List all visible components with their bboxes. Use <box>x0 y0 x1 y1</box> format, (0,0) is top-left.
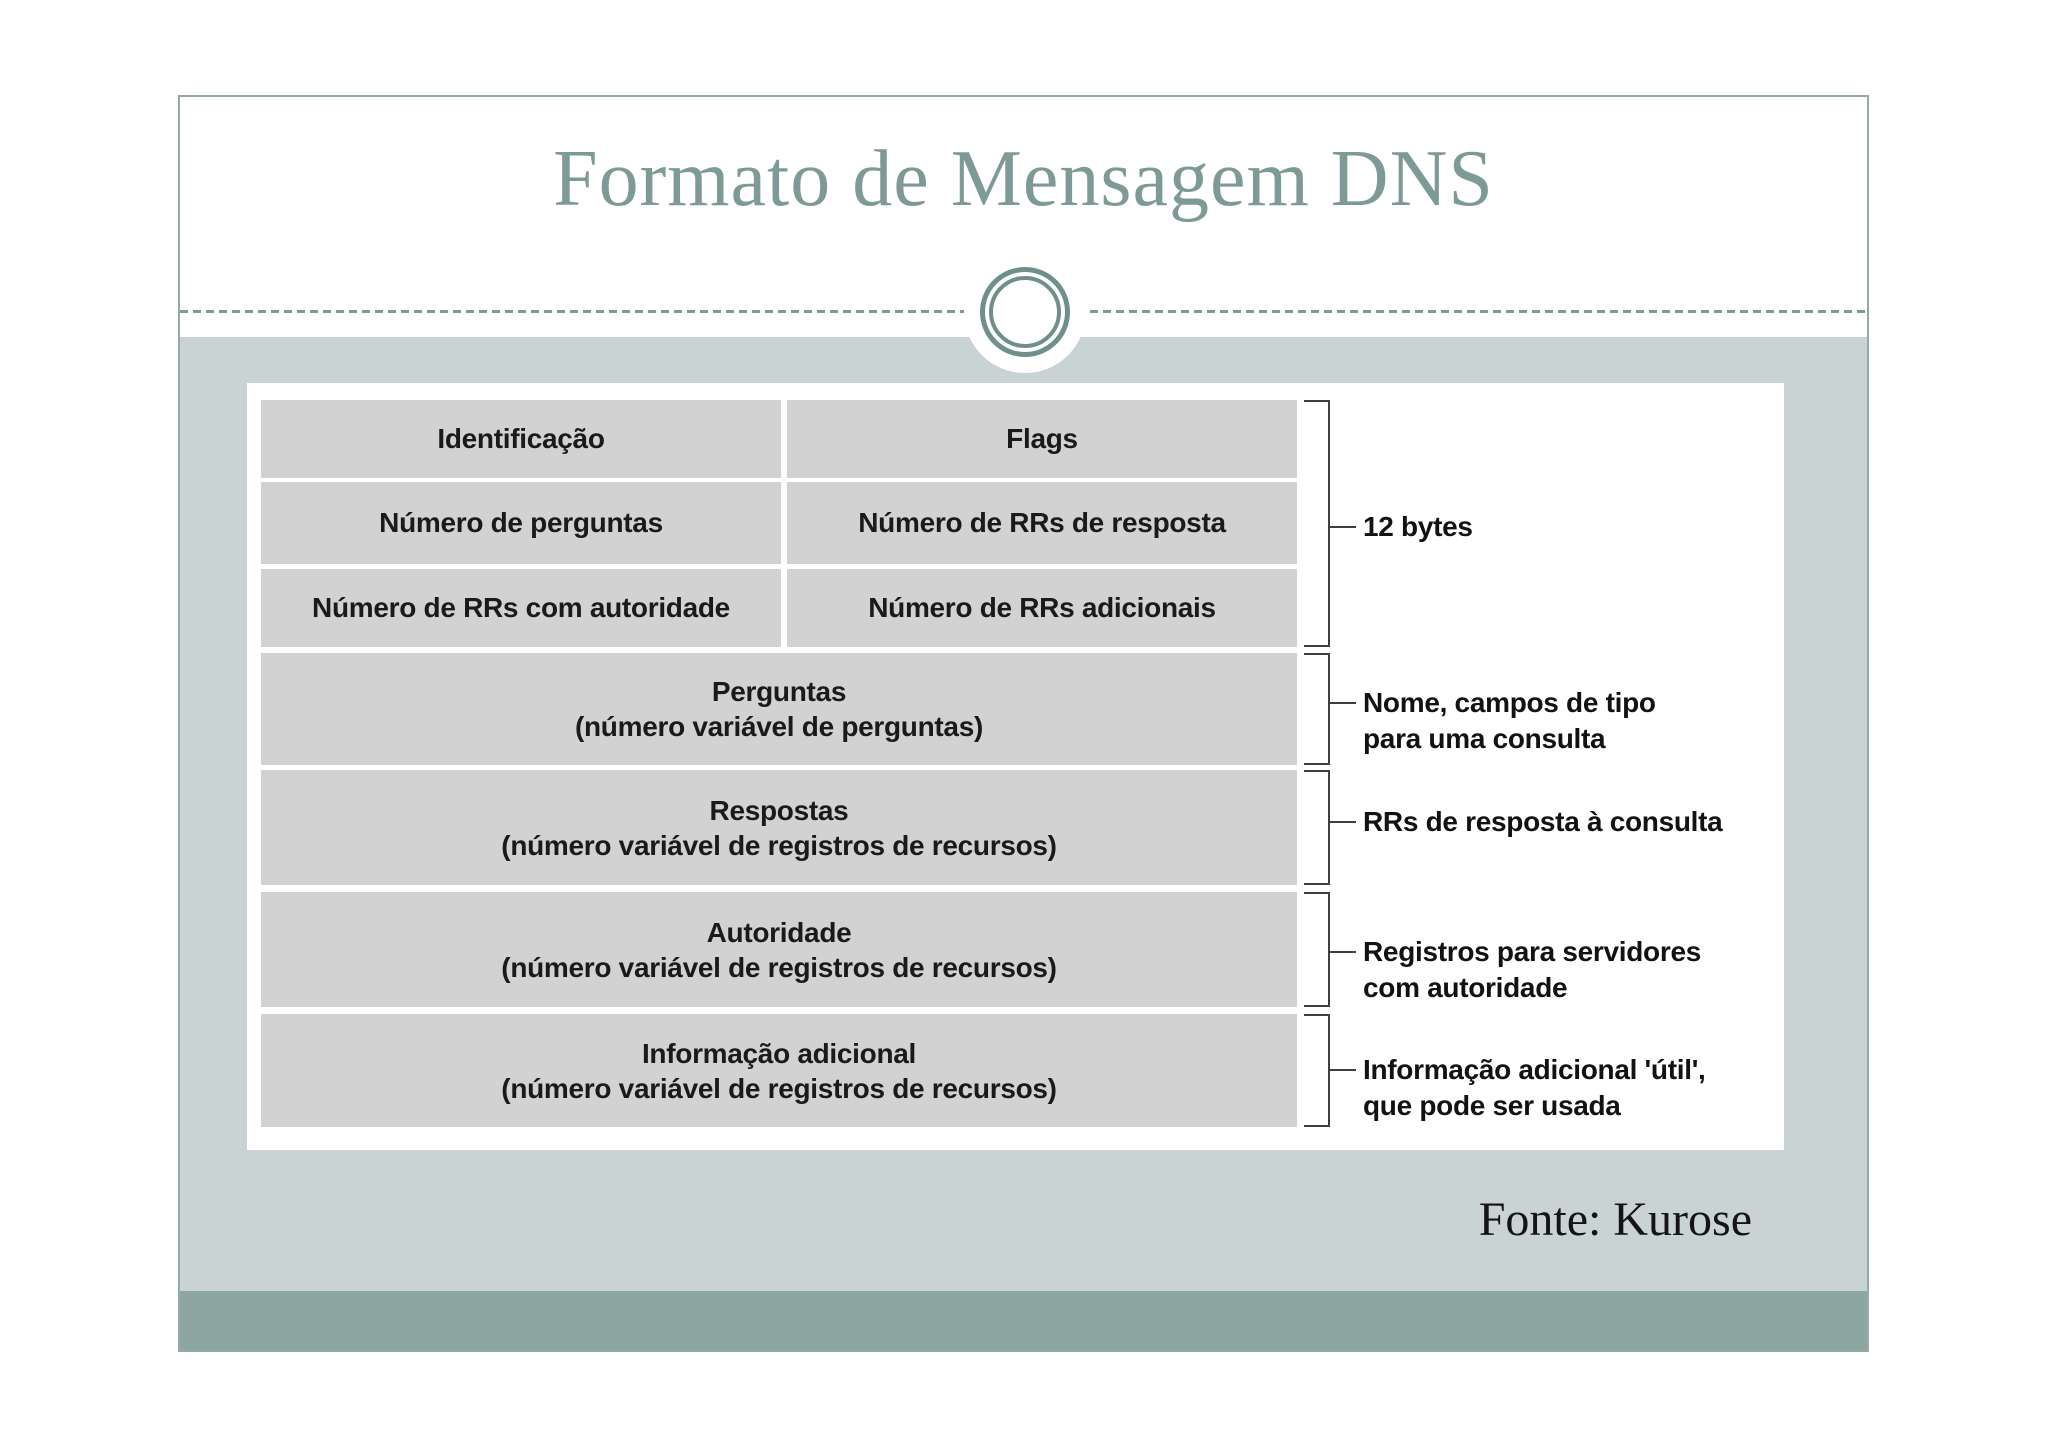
annotation-line: Informação adicional 'útil', <box>1363 1054 1706 1085</box>
field-label: Número de RRs com autoridade <box>312 592 730 623</box>
section-title: Perguntas <box>711 676 847 707</box>
field-identificacao: Identificação <box>261 400 781 478</box>
connector-line <box>1330 821 1356 823</box>
section-subtitle: (número variável de registros de recurso… <box>501 829 1057 861</box>
annotation-12-bytes: 12 bytes <box>1363 509 1473 545</box>
section-title: Informação adicional <box>641 1037 917 1069</box>
field-numero-de-perguntas: Número de perguntas <box>261 482 781 564</box>
annotation-line: Registros para servidores <box>1363 936 1701 967</box>
section-informacao-adicional: Informação adicional (número variável de… <box>261 1014 1297 1127</box>
connector-line <box>1330 702 1356 704</box>
annotation-line: com autoridade <box>1363 972 1568 1003</box>
field-label: Número de perguntas <box>379 507 663 538</box>
connector-line <box>1330 1069 1356 1071</box>
field-label: Número de RRs adicionais <box>868 592 1216 623</box>
field-numero-rrs-adicionais: Número de RRs adicionais <box>787 569 1297 647</box>
section-perguntas: Perguntas (número variável de perguntas) <box>261 653 1297 765</box>
section-subtitle: (número variável de registros de recurso… <box>501 1072 1057 1104</box>
field-label: Flags <box>1006 423 1078 454</box>
annotation-line: para uma consulta <box>1363 723 1606 754</box>
annotation-informacao-adicional: Informação adicional 'útil', que pode se… <box>1363 1052 1706 1124</box>
connector-line <box>1330 526 1356 528</box>
annotation-perguntas: Nome, campos de tipo para uma consulta <box>1363 685 1656 757</box>
bracket-12-bytes <box>1304 400 1330 647</box>
section-respostas: Respostas (número variável de registros … <box>261 770 1297 885</box>
bottom-accent-strip <box>180 1291 1867 1350</box>
annotation-line: RRs de resposta à consulta <box>1363 806 1723 837</box>
bracket-respostas <box>1304 770 1330 885</box>
section-autoridade: Autoridade (número variável de registros… <box>261 892 1297 1007</box>
section-title: Respostas <box>709 794 849 826</box>
dns-message-diagram: Identificação Flags Número de perguntas … <box>247 383 1784 1150</box>
field-numero-rrs-resposta: Número de RRs de resposta <box>787 482 1297 564</box>
source-credit: Fonte: Kurose <box>1478 1193 1752 1246</box>
field-numero-rrs-autoridade: Número de RRs com autoridade <box>261 569 781 647</box>
annotation-line: 12 bytes <box>1363 511 1473 542</box>
slide-title: Formato de Mensagem DNS <box>553 135 1494 223</box>
annotation-respostas: RRs de resposta à consulta <box>1363 804 1723 840</box>
bracket-autoridade <box>1304 892 1330 1007</box>
bracket-informacao-adicional <box>1304 1014 1330 1127</box>
divider-circle-ornament-inner <box>989 276 1061 348</box>
field-label: Identificação <box>437 423 605 454</box>
section-subtitle: (número variável de perguntas) <box>574 711 983 742</box>
field-label: Número de RRs de resposta <box>858 507 1226 538</box>
section-title: Autoridade <box>706 916 852 948</box>
section-subtitle: (número variável de registros de recurso… <box>501 951 1057 983</box>
annotation-autoridade: Registros para servidores com autoridade <box>1363 934 1701 1006</box>
field-flags: Flags <box>787 400 1297 478</box>
connector-line <box>1330 951 1356 953</box>
slide: Formato de Mensagem DNS Identificação Fl… <box>178 95 1869 1352</box>
annotation-line: Nome, campos de tipo <box>1363 687 1656 718</box>
bracket-perguntas <box>1304 653 1330 765</box>
annotation-line: que pode ser usada <box>1363 1090 1621 1121</box>
